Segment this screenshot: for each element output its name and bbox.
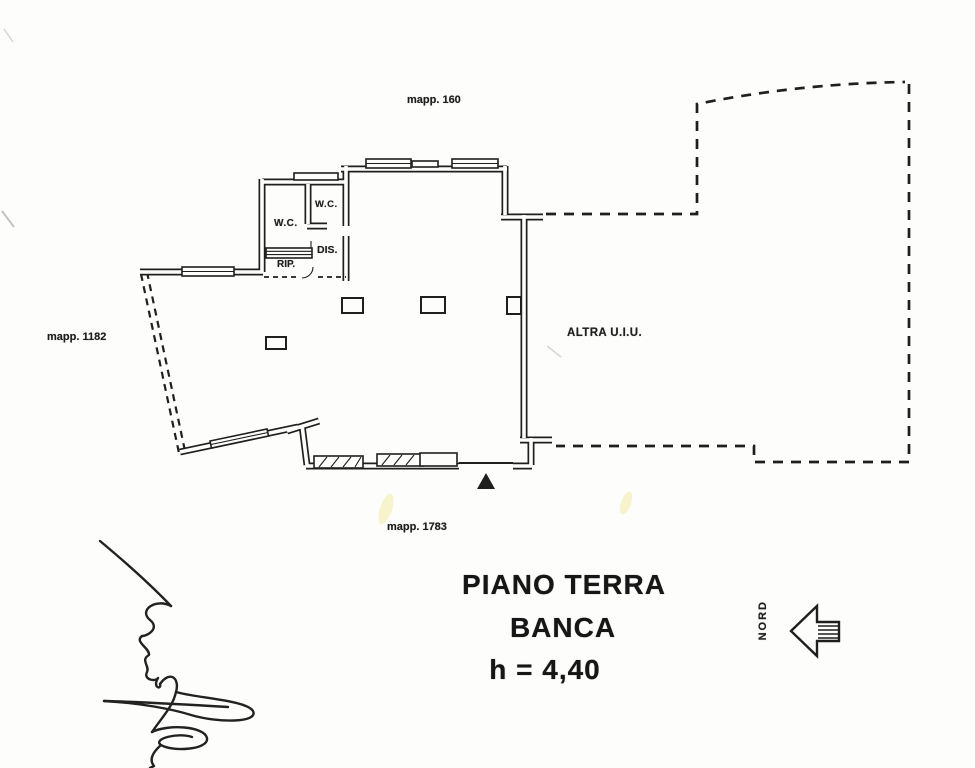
caption-floor: PIANO TERRA xyxy=(462,569,666,600)
north-label: NORD xyxy=(757,600,769,641)
door-opening-dis xyxy=(341,226,351,236)
parcel-label-bottom: mapp. 1783 xyxy=(387,521,447,533)
pilaster xyxy=(506,296,522,315)
pillar xyxy=(341,297,364,314)
room-label-wc-lower: W.C. xyxy=(274,218,298,229)
pillar xyxy=(420,296,446,314)
caption-use: BANCA xyxy=(509,612,617,643)
dashed-boundary-adjacent-unit xyxy=(546,80,911,464)
scan-artifacts xyxy=(1,28,633,525)
windows xyxy=(181,158,513,469)
room-label-dis: DIS. xyxy=(317,244,338,256)
dashed-party-wall-left xyxy=(139,271,187,454)
solid-walls xyxy=(140,166,552,466)
north-arrow-icon xyxy=(789,603,841,659)
threshold-band xyxy=(265,247,313,259)
signature xyxy=(98,539,255,768)
parcel-label-left: mapp. 1182 xyxy=(47,331,107,343)
adjacent-unit-label: ALTRA U.I.U. xyxy=(567,327,643,339)
pillar xyxy=(265,336,287,350)
room-label-wc-upper: W.C. xyxy=(315,199,338,210)
room-label-rip: RIP. xyxy=(277,259,296,270)
parcel-label-top: mapp. 160 xyxy=(407,94,461,106)
entrance-marker-icon xyxy=(477,473,495,489)
caption-height: h = 4,40 xyxy=(489,654,601,685)
door-swing-arc xyxy=(301,266,314,279)
interior-fixtures xyxy=(264,241,522,350)
